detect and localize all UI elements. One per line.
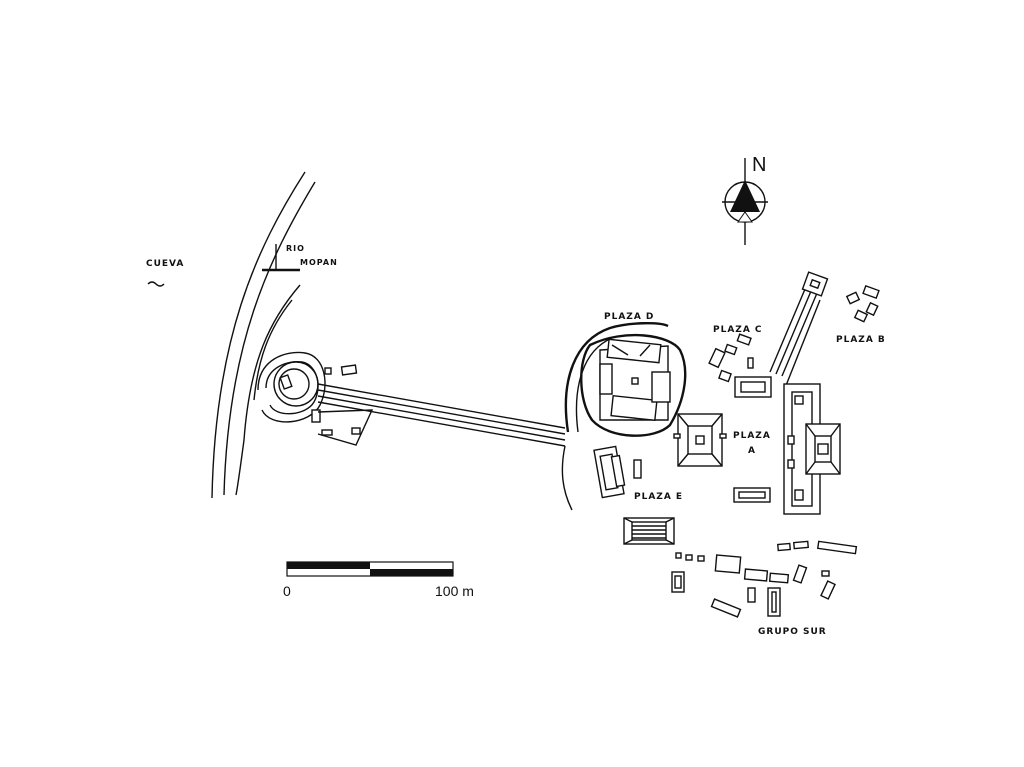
plaza-c-structures [708, 333, 772, 398]
plaza-c-label: PLAZA C [713, 325, 763, 335]
plaza-d-platform [561, 322, 687, 511]
north-arrow [722, 158, 768, 245]
river-banks [211, 171, 316, 499]
plaza-d-label: PLAZA D [604, 312, 654, 322]
plaza-b-structures [845, 284, 880, 323]
causeway [317, 383, 566, 447]
scale-start-label: 0 [283, 583, 291, 599]
grupo-sur-structures [671, 540, 858, 618]
plaza-e-structures [593, 445, 675, 545]
west-structures [311, 364, 374, 446]
rio-label-line2: MOPAN [300, 258, 338, 267]
north-causeway [769, 271, 829, 389]
central-pyramid [673, 413, 727, 467]
grupo-sur-label: GRUPO SUR [758, 627, 827, 637]
plaza-a-label-line1: PLAZA [733, 431, 771, 441]
plaza-a-east-range [783, 383, 841, 515]
scale-bar [286, 561, 454, 577]
plaza-b-label: PLAZA B [836, 335, 886, 345]
rio-label-line1: RIO [286, 244, 305, 253]
scale-end-label: 100 m [435, 583, 474, 599]
cueva-label: CUEVA [146, 259, 184, 269]
river-label-pointer [262, 244, 300, 272]
plaza-a-south-structure [733, 487, 771, 503]
plaza-a-label-line2: A [748, 446, 756, 456]
cave-symbol [147, 281, 165, 287]
north-label: N [752, 154, 766, 176]
plaza-e-label: PLAZA E [634, 492, 683, 502]
